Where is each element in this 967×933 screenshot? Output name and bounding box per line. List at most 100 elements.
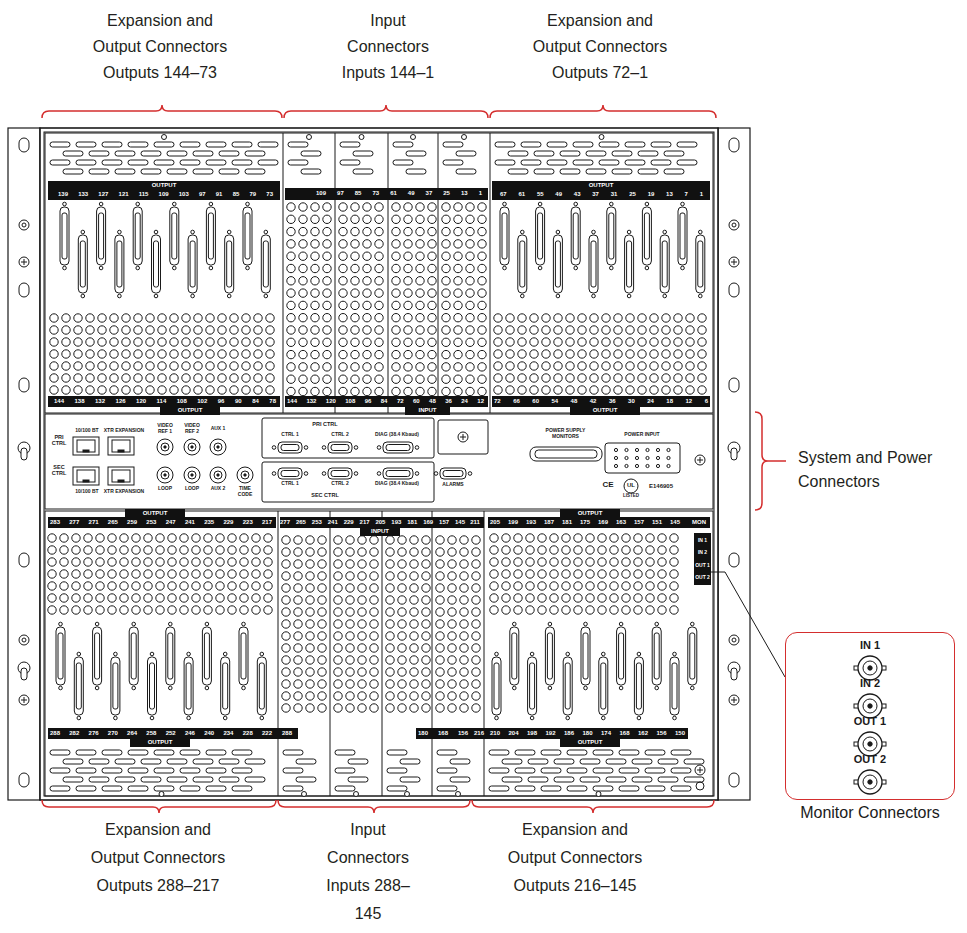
bnc-connector: [478, 252, 486, 260]
bnc-connector: [306, 680, 314, 688]
vent-slot: [671, 768, 691, 773]
bnc-connector: [518, 326, 526, 334]
bnc-connector: [339, 289, 347, 297]
rj45-opening: [112, 440, 130, 452]
vent-slot: [193, 169, 213, 174]
bnc-connector-ring: [161, 471, 169, 479]
vent-slot: [102, 142, 122, 147]
bnc-connector: [240, 582, 248, 590]
bnc-connector: [610, 570, 618, 578]
label-bar: [48, 181, 280, 200]
db-screw: [191, 294, 195, 298]
bnc-connector: [48, 606, 56, 614]
rack-hole: [732, 223, 736, 227]
db-connector-shell: [680, 213, 685, 259]
bnc-connector: [410, 644, 418, 652]
bnc-connector: [311, 363, 319, 371]
db-screw: [223, 716, 227, 720]
db-screw: [377, 472, 381, 476]
bnc-connector: [460, 620, 468, 628]
bnc-connector: [416, 289, 424, 297]
bnc-connector: [416, 252, 424, 260]
vent-slot: [193, 151, 213, 156]
connector-label: POWER SUPPLY MONITORS: [543, 428, 588, 439]
bnc-connector: [144, 534, 152, 542]
bnc-connector: [634, 546, 642, 554]
bnc-connector: [146, 338, 154, 346]
bnc-connector: [514, 534, 522, 542]
bnc-connector: [542, 386, 550, 394]
bnc-connector: [299, 387, 307, 395]
db-connector-shell: [690, 633, 695, 679]
bnc-connector: [375, 277, 383, 285]
bnc-connector: [448, 680, 456, 688]
bnc-connector: [287, 252, 295, 260]
bnc-connector: [230, 314, 238, 322]
bnc-connector: [398, 692, 406, 700]
bnc-connector: [180, 534, 188, 542]
bnc-connector: [460, 560, 468, 568]
bnc-connector: [662, 350, 670, 358]
vent-slot: [677, 160, 697, 165]
bnc-connector: [662, 338, 670, 346]
db-connector-shell: [538, 213, 543, 259]
connector-label: CTRL 1: [272, 432, 308, 438]
bnc-connector: [398, 572, 406, 580]
bnc-connector: [626, 374, 634, 382]
bnc-connector: [622, 534, 630, 542]
chassis-inner-frame: [44, 132, 714, 796]
bnc-connector: [96, 534, 104, 542]
bnc-connector: [156, 594, 164, 602]
vent-slot: [76, 786, 96, 791]
vent-slot: [193, 759, 213, 764]
vent-slot: [76, 160, 96, 165]
db9-shell: [386, 471, 410, 477]
bnc-connector: [550, 534, 558, 542]
bnc-connector: [478, 363, 486, 371]
bnc-connector: [287, 387, 295, 395]
bnc-connector: [698, 386, 706, 394]
bnc-connector: [134, 374, 142, 382]
bnc-connector: [436, 668, 444, 676]
bnc-connector: [351, 387, 359, 395]
bnc-connector: [506, 326, 514, 334]
bnc-connector: [158, 350, 166, 358]
bnc-connector: [670, 594, 678, 602]
db-screw: [663, 294, 667, 298]
rj45-latch: [83, 450, 89, 452]
bnc-connector: [306, 584, 314, 592]
db-screw: [264, 230, 268, 234]
callout-label: Expansion and Output Connectors Outputs …: [85, 8, 235, 86]
bnc-connector: [299, 203, 307, 211]
bnc-connector: [158, 386, 166, 394]
bnc-connector: [428, 277, 436, 285]
bnc-connector: [351, 363, 359, 371]
bnc-connector: [502, 582, 510, 590]
bnc-connector: [398, 608, 406, 616]
rack-hole: [22, 638, 26, 642]
bnc-connector: [84, 558, 92, 566]
bnc-connector: [264, 570, 272, 578]
bnc-connector: [398, 536, 406, 544]
bar-label: OUTPUT: [125, 510, 185, 517]
screw: [162, 135, 167, 140]
rack-slot: [19, 773, 29, 787]
bnc-pin: [868, 780, 872, 784]
vent-slot: [515, 750, 535, 755]
vent-slot: [180, 750, 200, 755]
bnc-connector: [454, 326, 462, 334]
bnc-connector: [454, 350, 462, 358]
bnc-connector: [299, 375, 307, 383]
bnc-connector: [404, 363, 412, 371]
bnc-connector: [252, 546, 260, 554]
bnc-connector: [132, 546, 140, 554]
bnc-connector: [392, 240, 400, 248]
keyhole-slot: [731, 668, 737, 680]
bnc-connector: [134, 350, 142, 358]
bnc-connector: [84, 546, 92, 554]
bnc-connector: [398, 620, 406, 628]
db-screw: [627, 230, 631, 234]
label-bar: [130, 738, 190, 747]
bnc-connector: [375, 363, 383, 371]
db-connector-shell: [99, 213, 104, 259]
